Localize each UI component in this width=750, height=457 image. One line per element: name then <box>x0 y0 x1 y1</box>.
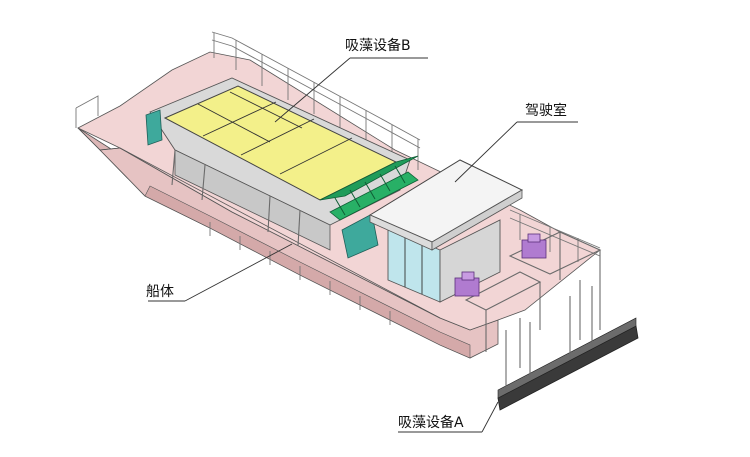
suction-equipment-b <box>145 77 419 259</box>
label-suction-a-text: 吸藻设备A <box>398 414 464 431</box>
railing <box>75 31 601 325</box>
label-hull: 船体 <box>146 243 293 302</box>
suction-equipment-a <box>454 231 639 411</box>
label-suction-b-text: 吸藻设备B <box>345 37 411 54</box>
green-conveyor <box>319 155 419 221</box>
suction-bar <box>497 325 639 411</box>
pump-right <box>521 233 547 259</box>
label-cabin-text: 驾驶室 <box>525 102 567 119</box>
label-suction-a: 吸藻设备A <box>398 401 499 433</box>
label-cabin: 驾驶室 <box>454 102 578 183</box>
label-hull-text: 船体 <box>146 284 174 300</box>
pump-left <box>454 271 480 297</box>
label-suction-b: 吸藻设备B <box>274 37 428 123</box>
cabin <box>368 159 524 303</box>
